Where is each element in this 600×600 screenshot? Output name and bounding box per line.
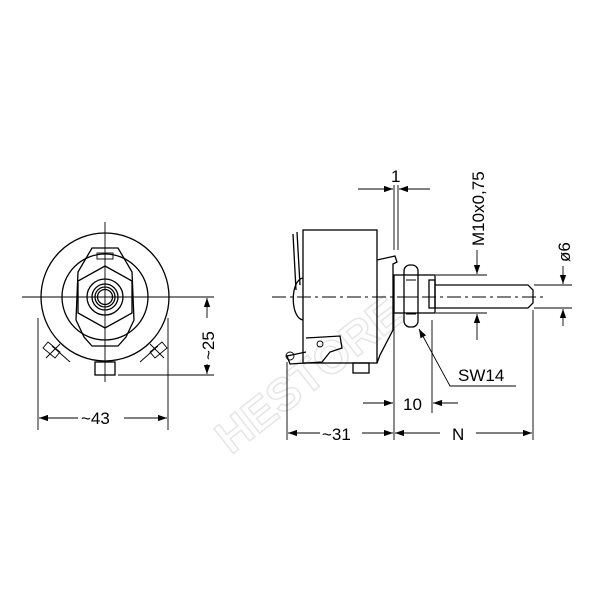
watermark: HESTORE xyxy=(205,286,412,463)
body-depth-label: ~31 xyxy=(322,425,351,444)
bushing-length-label: 10 xyxy=(403,395,422,414)
rear-knob xyxy=(292,277,304,321)
nut-label: SW14 xyxy=(458,366,504,385)
right-terminal xyxy=(139,341,168,363)
terminal-hole xyxy=(285,351,295,361)
nut-leader-line xyxy=(418,328,516,387)
terminal-lug xyxy=(286,335,343,365)
side-view: 1 M10x0,75 ø6 SW14 10 ~31 N xyxy=(272,167,574,444)
bushing-collar xyxy=(428,279,436,309)
shaft-length-label: N xyxy=(452,425,464,444)
panel-thickness-label: 1 xyxy=(391,167,400,186)
thread-label: M10x0,75 xyxy=(469,171,488,246)
front-view: ~25 ~43 xyxy=(22,222,218,430)
height-label: ~25 xyxy=(199,331,218,360)
mounting-plate xyxy=(376,255,398,364)
width-label: ~43 xyxy=(81,409,110,428)
shaft-diameter-label: ø6 xyxy=(555,242,574,262)
bottom-terminal xyxy=(352,362,370,374)
mounting-bracket xyxy=(75,247,135,347)
rear-wire xyxy=(292,231,301,291)
sw14-nut xyxy=(403,264,419,328)
lug-hole xyxy=(316,340,324,348)
left-terminal xyxy=(42,341,71,363)
